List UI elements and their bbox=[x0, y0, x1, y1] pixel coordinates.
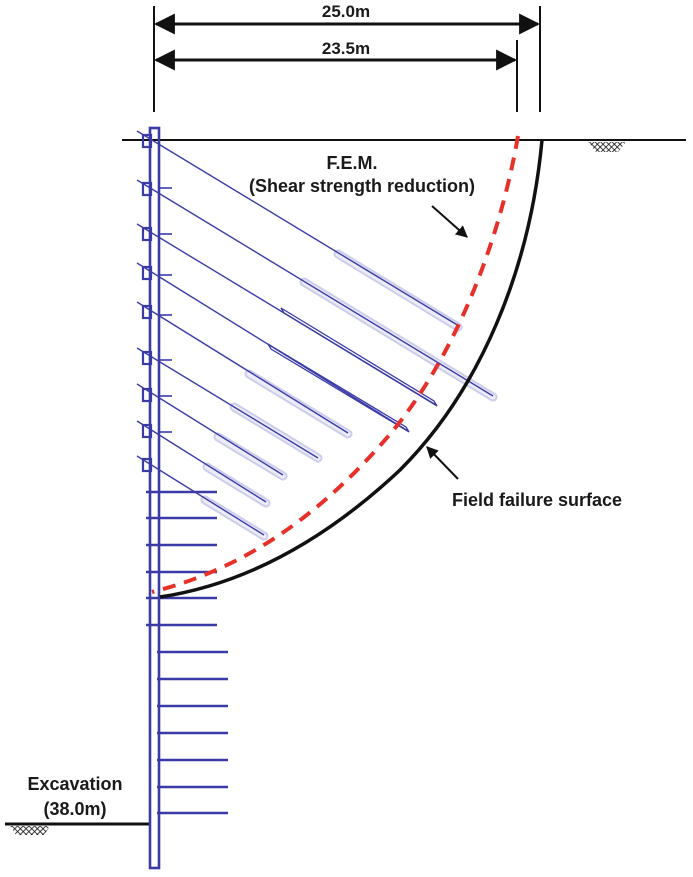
excavation-level: Excavation (38.0m) bbox=[5, 774, 150, 835]
bond-zone-4 bbox=[267, 343, 410, 433]
anchor-head bbox=[141, 387, 153, 403]
anchor-head bbox=[141, 457, 153, 473]
anchor-tendon-8 bbox=[136, 420, 267, 503]
anchor-tendon-6 bbox=[136, 347, 319, 459]
fem-pointer-arrow bbox=[431, 205, 468, 238]
anchor-head bbox=[141, 350, 153, 366]
anchor-head bbox=[141, 423, 153, 439]
fem-subtitle: (Shear strength reduction) bbox=[249, 176, 475, 196]
field-failure-surface bbox=[159, 139, 544, 599]
anchor-tendon-7 bbox=[136, 383, 284, 476]
field-pointer-arrow bbox=[426, 446, 459, 480]
anchor-head bbox=[141, 265, 153, 281]
anchor-head bbox=[141, 181, 153, 197]
excavation-depth: (38.0m) bbox=[43, 799, 106, 819]
anchor-head bbox=[141, 304, 153, 320]
anchor-heads bbox=[141, 133, 153, 473]
ground-surface bbox=[122, 139, 686, 152]
field-label: Field failure surface bbox=[426, 446, 622, 510]
anchor-tendon-2 bbox=[136, 179, 494, 397]
anchor-tendon-5 bbox=[136, 301, 349, 434]
dimension-outer-label: 25.0m bbox=[322, 2, 370, 21]
anchor-head bbox=[141, 226, 153, 242]
fem-label: F.E.M. (Shear strength reduction) bbox=[249, 153, 475, 238]
fem-failure-surface bbox=[151, 135, 520, 594]
anchor-ties bbox=[158, 187, 172, 433]
anchor-head bbox=[141, 133, 153, 149]
dimension-lines: 25.0m 23.5m bbox=[153, 2, 541, 112]
bond-zone-3 bbox=[280, 307, 438, 407]
excavation-title: Excavation bbox=[27, 774, 122, 794]
fem-title: F.E.M. bbox=[326, 153, 377, 173]
anchor-tendon-3 bbox=[136, 223, 437, 406]
field-failure-label: Field failure surface bbox=[452, 490, 622, 510]
anchor-tendon-9 bbox=[136, 455, 265, 536]
retaining-wall bbox=[148, 126, 161, 870]
anchor-tendon-1 bbox=[136, 130, 460, 327]
dimension-inner-label: 23.5m bbox=[322, 39, 370, 58]
anchor-tendon-4 bbox=[136, 262, 409, 432]
